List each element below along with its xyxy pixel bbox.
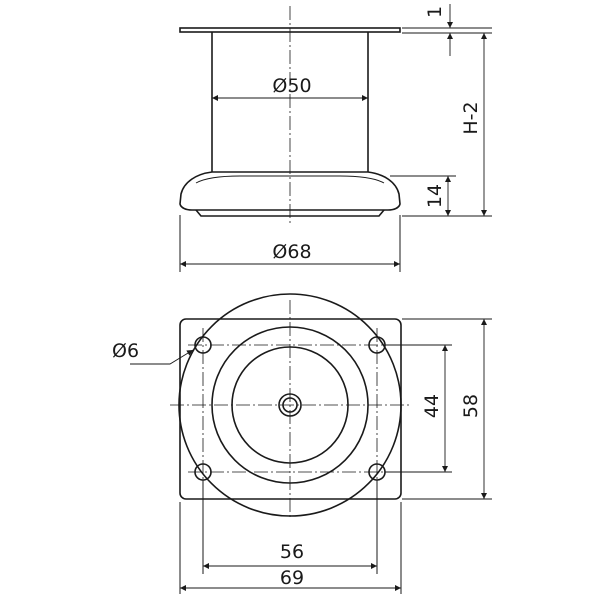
side-view: Ø50 Ø68 1 14 H-2 — [179, 4, 492, 272]
dim-base-height-label: 14 — [424, 184, 446, 208]
dim-hole-leader — [130, 349, 194, 365]
dim-plate-width-label: 69 — [280, 567, 304, 589]
dim-base-diameter-label: Ø68 — [272, 241, 311, 263]
dim-hole-spacing-horizontal-label: 56 — [280, 541, 304, 563]
dim-height-label: H-2 — [460, 101, 482, 134]
mounting-plate — [179, 318, 402, 500]
dim-plate-height-label: 58 — [460, 394, 482, 418]
dim-hole-diameter-label: Ø6 — [112, 340, 139, 362]
dim-hole-spacing-vertical-label: 44 — [421, 394, 443, 418]
dim-plate-thickness-label: 1 — [424, 6, 446, 18]
base-inner-line — [195, 175, 385, 184]
top-view: Ø6 44 58 56 69 — [112, 293, 492, 594]
base-profile — [179, 171, 401, 211]
dim-tube-diameter-label: Ø50 — [272, 75, 311, 97]
